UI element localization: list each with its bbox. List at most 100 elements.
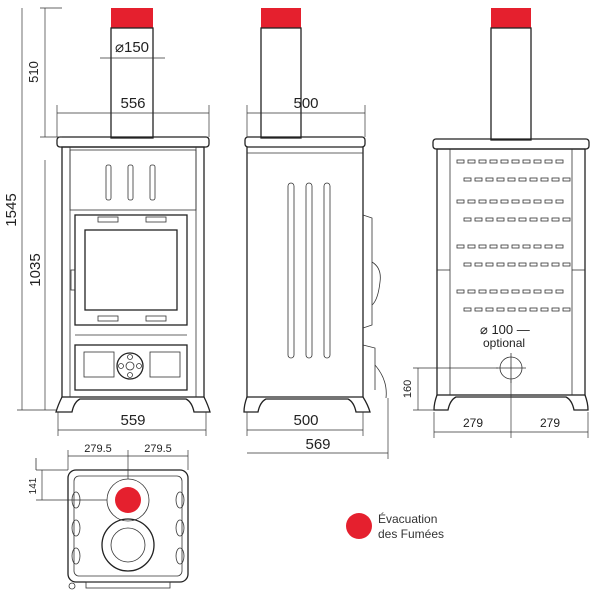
top-flue-outlet xyxy=(115,487,141,513)
vent-slot xyxy=(496,307,505,312)
dim-569: 569 xyxy=(305,436,330,453)
vent-slot xyxy=(544,159,553,164)
vent-slot xyxy=(533,159,542,164)
vent-slot xyxy=(474,177,483,182)
vent-slot xyxy=(511,159,520,164)
vent-slot xyxy=(529,307,538,312)
top-view xyxy=(67,469,189,590)
vent-slot xyxy=(496,262,505,267)
vent-slot xyxy=(544,289,553,294)
vent-slot xyxy=(485,177,494,182)
top-outline xyxy=(67,469,189,583)
vent-slot xyxy=(551,307,560,312)
vent-slot xyxy=(529,262,538,267)
vent-slot xyxy=(529,217,538,222)
front-feet xyxy=(55,396,211,413)
vent-slot xyxy=(522,199,531,204)
front-fire-door xyxy=(74,214,188,326)
vent-slot xyxy=(456,244,465,249)
front-flue-cap xyxy=(111,8,153,28)
dim-rear-optional: optional xyxy=(483,336,525,350)
vent-slot xyxy=(463,217,472,222)
dim-side-500-top: 500 xyxy=(293,95,318,112)
legend-line-1: Évacuation xyxy=(378,512,438,526)
front-air-control-knob xyxy=(116,352,144,380)
rear-flue-cap xyxy=(491,8,531,28)
rear-view xyxy=(432,8,590,411)
vent-slot xyxy=(507,177,516,182)
vent-slot xyxy=(500,289,509,294)
dim-top-279-5-right: 279.5 xyxy=(144,443,172,455)
vent-slot xyxy=(456,159,465,164)
vent-slot xyxy=(551,217,560,222)
vent-slot xyxy=(518,217,527,222)
vent-slot xyxy=(562,217,571,222)
vent-slot xyxy=(489,244,498,249)
vent-slot xyxy=(533,289,542,294)
vent-slot xyxy=(478,244,487,249)
vent-slot xyxy=(474,262,483,267)
vent-slot xyxy=(467,159,476,164)
front-flue-pipe xyxy=(110,27,154,139)
side-flue-pipe xyxy=(260,27,302,139)
side-body xyxy=(246,147,364,398)
dim-1545: 1545 xyxy=(3,193,20,226)
vent-slot xyxy=(478,289,487,294)
dim-rear-diameter: ⌀ 100 — xyxy=(480,322,530,337)
vent-slot xyxy=(463,177,472,182)
vent-slot xyxy=(485,217,494,222)
vent-slot xyxy=(533,244,542,249)
vent-slot xyxy=(511,289,520,294)
dim-1035: 1035 xyxy=(27,253,44,286)
flue-legend: Évacuation des Fumées xyxy=(378,512,444,542)
vent-slot xyxy=(555,199,564,204)
vent-slot xyxy=(467,289,476,294)
vent-slot xyxy=(551,177,560,182)
rear-vent-slots xyxy=(456,159,571,312)
side-feet xyxy=(243,396,371,413)
vent-slot xyxy=(544,244,553,249)
vent-slot xyxy=(456,199,465,204)
side-view xyxy=(243,8,387,413)
vent-slot xyxy=(540,177,549,182)
dim-top-279-5-left: 279.5 xyxy=(84,443,112,455)
vent-slot xyxy=(533,199,542,204)
vent-slot xyxy=(496,217,505,222)
front-body xyxy=(61,146,205,398)
vent-slot xyxy=(522,159,531,164)
vent-slot xyxy=(518,262,527,267)
legend-line-2: des Fumées xyxy=(378,527,445,541)
dim-rear-279-left: 279 xyxy=(463,416,483,430)
vent-slot xyxy=(489,159,498,164)
vent-slot xyxy=(555,244,564,249)
vent-slot xyxy=(555,159,564,164)
dimension-labels: 510 1545 1035 ⌀150 556 559 500 500 569 ⌀… xyxy=(3,39,560,494)
vent-slot xyxy=(540,262,549,267)
vent-slot xyxy=(474,307,483,312)
vent-slot xyxy=(456,289,465,294)
vent-slot xyxy=(467,244,476,249)
side-top-plate xyxy=(244,136,366,148)
dim-559: 559 xyxy=(120,412,145,429)
vent-slot xyxy=(500,159,509,164)
dim-510: 510 xyxy=(26,61,41,83)
dim-flue-diameter: ⌀150 xyxy=(115,39,149,56)
front-view xyxy=(55,8,211,413)
front-door-glass xyxy=(84,229,178,311)
flue-legend-dot xyxy=(346,513,372,539)
vent-slot xyxy=(478,159,487,164)
vent-slot xyxy=(511,199,520,204)
vent-slot xyxy=(544,199,553,204)
dimension-lines xyxy=(17,7,589,501)
dim-rear-279-right: 279 xyxy=(540,416,560,430)
vent-slot xyxy=(540,307,549,312)
vent-slot xyxy=(485,262,494,267)
vent-slot xyxy=(485,307,494,312)
dim-141: 141 xyxy=(28,477,39,494)
vent-slot xyxy=(507,307,516,312)
vent-slot xyxy=(500,199,509,204)
vent-slot xyxy=(496,177,505,182)
vent-slot xyxy=(511,244,520,249)
